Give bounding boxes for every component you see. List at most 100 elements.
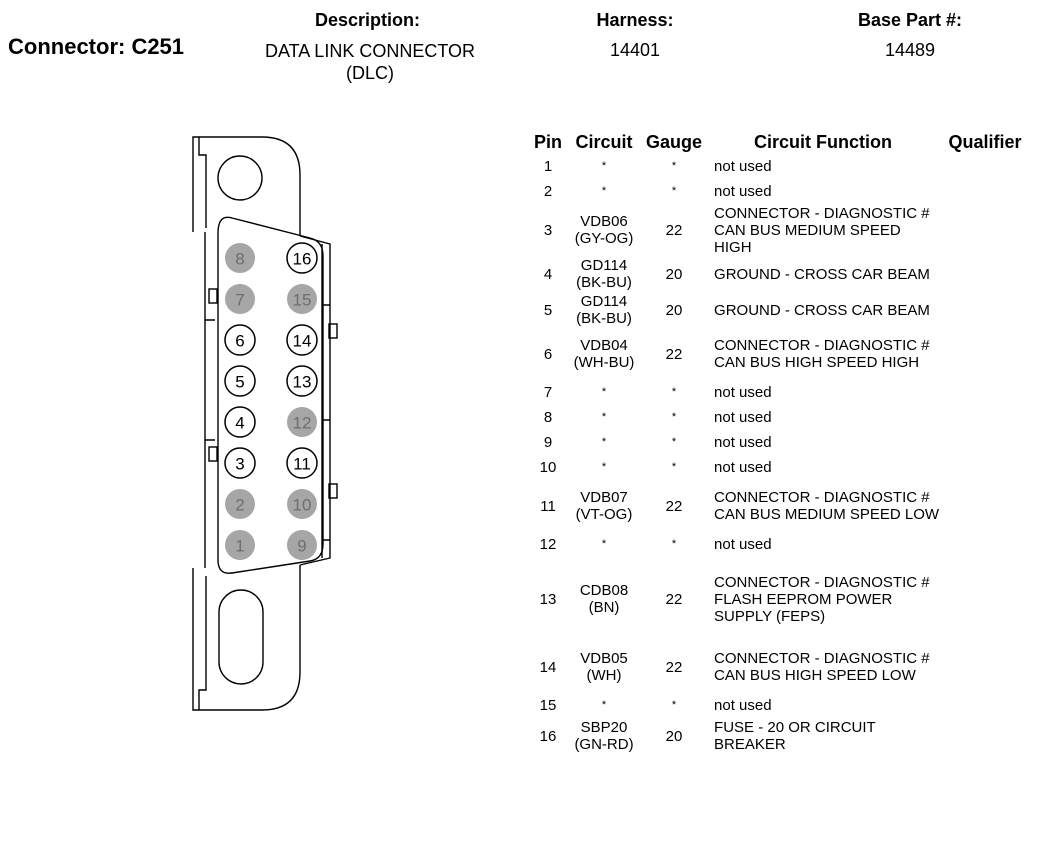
pin-number-cell: 8 <box>543 409 553 426</box>
gauge-cell: 20 <box>665 727 683 745</box>
latch-left-upper <box>208 288 218 304</box>
pin-12-circle <box>287 407 317 437</box>
circuit-function-cell: GROUND - CROSS CAR BEAM <box>714 301 930 319</box>
pin-8-label: 8 <box>235 250 244 269</box>
pin-13-label: 13 <box>293 373 312 392</box>
qualifier-cell <box>940 557 1030 641</box>
pin-number-cell: 5 <box>543 301 553 319</box>
circuit-function-cell: GROUND - CROSS CAR BEAM <box>714 265 930 283</box>
gauge-cell: 22 <box>665 658 683 676</box>
circuit-cell: GD114 (BK-BU) <box>576 257 632 291</box>
table-row: 15**not used <box>530 693 1030 718</box>
col-gauge-header: Gauge <box>646 131 703 152</box>
circuit-cell: * <box>601 411 607 423</box>
gauge-cell: 22 <box>665 345 683 363</box>
pin-12-label: 12 <box>293 414 312 433</box>
table-row: 10**not used <box>530 455 1030 480</box>
gauge-cell: 20 <box>665 301 683 319</box>
circuit-function-cell: CONNECTOR - DIAGNOSTIC # CAN BUS MEDIUM … <box>714 489 940 523</box>
pin-6-label: 6 <box>235 332 244 351</box>
pin-number-cell: 12 <box>539 536 557 553</box>
pin-10-circle <box>287 489 317 519</box>
circuit-function-cell: not used <box>714 697 772 714</box>
gauge-cell: 22 <box>665 221 683 239</box>
pin-8-circle <box>225 243 255 273</box>
circuit-cell: CDB08 (BN) <box>579 582 629 616</box>
pin-number-cell: 15 <box>539 697 557 714</box>
pin-number-cell: 9 <box>543 434 553 451</box>
qualifier-cell <box>940 292 1030 328</box>
pin-number-cell: 7 <box>543 384 553 401</box>
latch-right-lower <box>328 483 338 499</box>
gauge-cell: * <box>671 160 677 172</box>
pin-number-cell: 14 <box>539 658 557 676</box>
pin-7-label: 7 <box>235 291 244 310</box>
gauge-cell: * <box>671 699 677 711</box>
pin-2-label: 2 <box>235 496 244 515</box>
pin-number-cell: 10 <box>539 459 557 476</box>
pin-5-circle <box>224 365 256 397</box>
qualifier-cell <box>940 328 1030 380</box>
pin-number-cell: 3 <box>543 221 553 239</box>
circuit-cell: * <box>601 538 607 550</box>
circuit-function-cell: CONNECTOR - DIAGNOSTIC # CAN BUS HIGH SP… <box>714 337 930 371</box>
base-part-label: Base Part #: <box>857 10 963 30</box>
gauge-cell: * <box>671 461 677 473</box>
pin-4-circle <box>224 406 256 438</box>
shell-ribs <box>205 304 330 541</box>
col-circuit-header: Circuit <box>575 131 633 152</box>
circuit-function-cell: not used <box>714 384 772 401</box>
pin-1-label: 1 <box>235 537 244 556</box>
qualifier-cell <box>940 718 1030 754</box>
pin-14-label: 14 <box>293 332 312 351</box>
circuit-cell: VDB05 (WH) <box>580 650 628 684</box>
latch-right-upper <box>328 323 338 339</box>
pin-4-label: 4 <box>235 414 244 433</box>
pinout-header-row: Pin Circuit Gauge Circuit Function Quali… <box>530 130 1030 154</box>
pin-15-circle <box>287 284 317 314</box>
pin-face-outline <box>217 216 324 574</box>
pin-16-circle <box>286 242 318 274</box>
pin-13-circle <box>286 365 318 397</box>
latch-left-lower <box>208 446 218 462</box>
pin-number-cell: 11 <box>540 497 556 515</box>
pin-number-cell: 4 <box>543 265 553 283</box>
gauge-cell: 20 <box>665 265 683 283</box>
harness-value: 14401 <box>609 40 661 60</box>
pin-number-cell: 13 <box>539 590 557 608</box>
qualifier-cell <box>940 532 1030 557</box>
pin-3-circle <box>224 447 256 479</box>
pin-15-label: 15 <box>293 291 312 310</box>
connector-id: Connector: C251 <box>8 34 185 59</box>
description-value: DATA LINK CONNECTOR (DLC) <box>264 41 476 83</box>
gauge-cell: * <box>671 411 677 423</box>
circuit-function-cell: not used <box>714 536 772 553</box>
pin-number-cell: 6 <box>543 345 553 363</box>
harness-label: Harness: <box>596 10 674 30</box>
lower-ear-edge <box>198 576 207 710</box>
table-row: 4 GD114 (BK-BU) 20 GROUND - CROSS CAR BEAM <box>530 256 1030 292</box>
pin-10-label: 10 <box>293 496 312 515</box>
qualifier-cell <box>940 380 1030 405</box>
table-row: 9**not used <box>530 430 1030 455</box>
pin-11-circle <box>286 447 318 479</box>
table-row: 1**not used <box>530 154 1030 179</box>
circuit-function-cell: not used <box>714 459 772 476</box>
pin-9-label: 9 <box>297 537 306 556</box>
pin-14-circle <box>286 324 318 356</box>
circuit-function-cell: not used <box>714 158 772 175</box>
circuit-function-cell: not used <box>714 434 772 451</box>
qualifier-cell <box>940 455 1030 480</box>
table-row: 8**not used <box>530 405 1030 430</box>
upper-mounting-ear <box>192 136 301 236</box>
upper-mount-hole <box>217 155 263 201</box>
qualifier-cell <box>940 430 1030 455</box>
gauge-cell: * <box>671 538 677 550</box>
circuit-cell: VDB06 (GY-OG) <box>574 213 634 247</box>
